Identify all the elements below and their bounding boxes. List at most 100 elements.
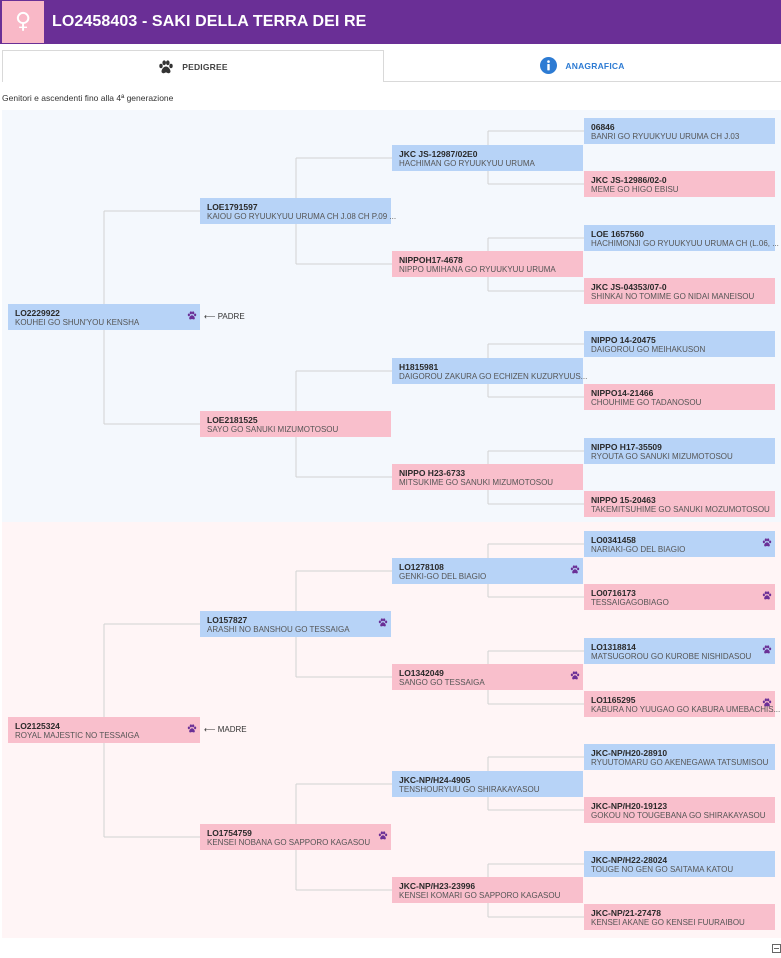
- dog-name: GOKOU NO TOUGEBANA GO SHIRAKAYASOU: [591, 811, 766, 820]
- dog-name: MITSUKIME GO SANUKI MIZUMOTOSOU: [399, 478, 554, 487]
- dog-registration-code: JKC-NP/H22-28024: [591, 855, 668, 865]
- dog-name: SHINKAI NO TOMIME GO NIDAI MANEISOU: [591, 292, 755, 301]
- dog-registration-code: JKC JS-04353/07-0: [591, 282, 667, 292]
- dog-registration-code: LO1278108: [399, 562, 444, 572]
- dog-name: KENSEI NOBANA GO SAPPORO KAGASOU: [207, 838, 371, 847]
- sex-symbol: ♀: [14, 9, 32, 34]
- dog-name: HACHIMONJI GO RYUUKYUU URUMA CH (L.06, .…: [591, 239, 779, 248]
- dog-name: TAKEMITSUHIME GO SANUKI MOZUMOTOSOU: [591, 505, 770, 514]
- dog-registration-code: NIPPO H17-35509: [591, 442, 662, 452]
- dog-registration-code: NIPPO H23-6733: [399, 468, 466, 478]
- dog-registration-code: LOE2181525: [207, 415, 258, 425]
- dog-registration-code: LOE 1657560: [591, 229, 644, 239]
- tab-pedigree[interactable]: PEDIGREE: [2, 50, 384, 82]
- dog-name: TOUGE NO GEN GO SAITAMA KATOU: [591, 865, 734, 874]
- dog-registration-code: LO1165295: [591, 695, 636, 705]
- page-title: LO2458403 - SAKI DELLA TERRA DEI RE: [52, 13, 367, 30]
- dog-registration-code: JKC-NP/H20-19123: [591, 801, 668, 811]
- paw-icon[interactable]: [187, 720, 197, 733]
- dog-name: TENSHOURYUU GO SHIRAKAYASOU: [399, 785, 540, 794]
- paw-icon[interactable]: [378, 827, 388, 840]
- paw-icon[interactable]: [762, 641, 772, 654]
- mother-label: ⟵ MADRE: [204, 725, 247, 734]
- tab-bar: PEDIGREE ANAGRAFICA: [0, 48, 781, 84]
- dog-registration-code: LO1318814: [591, 642, 636, 652]
- pedigree-subtitle: Genitori e ascendenti fino alla 4ª gener…: [2, 93, 174, 103]
- dog-name: SAYO GO SANUKI MIZUMOTOSOU: [207, 425, 339, 434]
- dog-registration-code: JKC-NP/H24-4905: [399, 775, 471, 785]
- paw-icon[interactable]: [378, 614, 388, 627]
- dog-registration-code: LO157827: [207, 615, 248, 625]
- page-header: ♀ LO2458403 - SAKI DELLA TERRA DEI RE: [0, 0, 781, 44]
- dog-name: DAIGOROU GO MEIHAKUSON: [591, 345, 706, 354]
- dog-registration-code: 06846: [591, 122, 615, 132]
- paw-icon[interactable]: [762, 534, 772, 547]
- female-icon: ♀: [2, 1, 44, 43]
- dog-name: DAIGOROU ZAKURA GO ECHIZEN KUZURYUUS...: [399, 372, 588, 381]
- tab-anagrafica-label: ANAGRAFICA: [565, 60, 625, 71]
- tab-anagrafica[interactable]: ANAGRAFICA: [384, 50, 781, 82]
- dog-name: GENKI-GO DEL BIAGIO: [399, 572, 487, 581]
- tab-pedigree-label: PEDIGREE: [182, 61, 228, 72]
- dog-registration-code: JKC JS-12987/02E0: [399, 149, 478, 159]
- dog-name: NARIAKI-GO DEL BIAGIO: [591, 545, 686, 554]
- paw-icon[interactable]: [570, 561, 580, 574]
- dog-name: KOUHEI GO SHUN'YOU KENSHA: [15, 318, 140, 327]
- paw-icon[interactable]: [762, 694, 772, 707]
- collapse-icon[interactable]: [772, 940, 781, 953]
- dog-name: HACHIMAN GO RYUUKYUU URUMA: [399, 159, 535, 168]
- paw-icon[interactable]: [762, 587, 772, 600]
- dog-name: KAIOU GO RYUUKYUU URUMA CH J.08 CH P.09 …: [207, 212, 397, 221]
- paw-icon[interactable]: [187, 307, 197, 320]
- dog-name: KENSEI AKANE GO KENSEI FUURAIBOU: [591, 918, 745, 927]
- info-icon: [540, 57, 558, 74]
- dog-name: BANRI GO RYUUKYUU URUMA CH J.03: [591, 132, 740, 141]
- dog-registration-code: LO2229922: [15, 308, 60, 318]
- dog-name: KABURA NO YUUGAO GO KABURA UMEBACHIS...: [591, 705, 781, 714]
- dog-registration-code: LO2125324: [15, 721, 60, 731]
- paw-icon[interactable]: [570, 667, 580, 680]
- dog-registration-code: NIPPOH17-4678: [399, 255, 463, 265]
- dog-registration-code: LO0341458: [591, 535, 636, 545]
- dog-registration-code: LOE1791597: [207, 202, 258, 212]
- dog-name: RYOUTA GO SANUKI MIZUMOTOSOU: [591, 452, 733, 461]
- dog-name: MEME GO HIGO EBISU: [591, 185, 679, 194]
- dog-registration-code: NIPPO 14-20475: [591, 335, 656, 345]
- dog-name: KENSEI KOMARI GO SAPPORO KAGASOU: [399, 891, 561, 900]
- dog-registration-code: JKC-NP/H20-28910: [591, 748, 668, 758]
- dog-registration-code: H1815981: [399, 362, 439, 372]
- dog-registration-code: LO1754759: [207, 828, 252, 838]
- dog-name: SANGO GO TESSAIGA: [399, 678, 485, 687]
